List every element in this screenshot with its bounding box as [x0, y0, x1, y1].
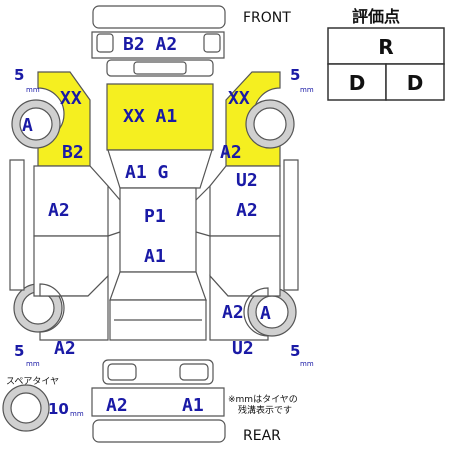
front-right-fender-mark-bottom: A2	[220, 142, 242, 163]
rear-label: REAR	[243, 428, 281, 444]
front-plate-inner	[133, 61, 187, 75]
spare-tire-unit: mm	[70, 410, 84, 418]
front-left-fender-mark-bottom: B2	[62, 142, 84, 163]
rear-left-tire-hub	[21, 291, 55, 325]
rear-light-left	[107, 363, 137, 381]
front-bumper-mark: B2 A2	[123, 34, 177, 55]
front-right-tire-value: 5	[290, 66, 300, 84]
rear-left-tire-value: 5	[14, 342, 24, 360]
rear-window	[109, 271, 207, 301]
rear-left-quarter	[39, 274, 109, 341]
pillar-left-upper	[107, 185, 121, 201]
spare-tire-label: スペアタイヤ	[6, 376, 59, 387]
front-right-tire-unit: mm	[300, 86, 314, 94]
note-line-1: ※mmはタイヤの	[228, 394, 298, 405]
front-grille-right	[203, 33, 221, 53]
grade-title: 評価点	[352, 7, 400, 26]
pillar-left-lower	[107, 231, 121, 237]
front-left-tire-value: 5	[14, 66, 24, 84]
front-right-fender-mark-top: XX	[228, 88, 250, 109]
front-right-tire-hub	[253, 107, 287, 141]
rear-right-tire-value: 5	[290, 342, 300, 360]
grade-box-bottom-left	[327, 63, 387, 101]
rear-bumper-mark-right: A1	[182, 395, 204, 416]
roof-mark-bottom: A1	[144, 246, 166, 267]
grade-exterior: D	[407, 71, 424, 95]
spare-tire-hub	[10, 392, 42, 424]
windshield	[107, 149, 213, 189]
front-left-fender-mark-top: XX	[60, 88, 82, 109]
windshield-mark: A1 G	[125, 162, 168, 183]
pillar-right-upper	[195, 185, 211, 201]
rear-left-quarter-mark: A2	[54, 338, 76, 359]
grade-box-top	[327, 27, 445, 65]
hood-mark: XX A1	[123, 106, 177, 127]
rear-right-quarter-mark-top: A2	[222, 302, 244, 323]
rear-light-right	[179, 363, 209, 381]
front-bumper-edge	[92, 5, 226, 29]
rear-left-tire-unit: mm	[26, 360, 40, 368]
rear-bumper-panel	[91, 387, 225, 417]
rear-right-tire-unit: mm	[300, 360, 314, 368]
rear-bumper-mark-left: A2	[106, 395, 128, 416]
pillar-right-lower	[195, 231, 211, 237]
front-left-wheel-mark: A	[22, 115, 33, 136]
right-front-door-mark-top: U2	[236, 170, 258, 191]
front-left-tire-unit: mm	[26, 86, 40, 94]
hood-panel	[106, 83, 214, 151]
rear-right-quarter	[209, 274, 269, 341]
spare-tire-value: 10	[48, 400, 69, 418]
front-label: FRONT	[243, 10, 291, 26]
grade-interior: D	[349, 71, 366, 95]
front-bumper-panel	[91, 31, 225, 59]
right-front-door-mark: A2	[236, 200, 258, 221]
grade-box-bottom-right	[385, 63, 445, 101]
front-grille-left	[96, 33, 114, 53]
rear-right-wheel-mark: A	[260, 303, 271, 324]
left-front-door	[33, 165, 109, 237]
roof-mark-top: P1	[144, 206, 166, 227]
rear-right-quarter-mark: U2	[232, 338, 254, 359]
left-front-door-mark: A2	[48, 200, 70, 221]
rear-bumper-edge	[92, 419, 226, 443]
note-line-2: 残溝表示です	[238, 404, 292, 416]
grade-overall: R	[378, 35, 393, 59]
right-skirt	[283, 159, 299, 291]
front-left-tire-hub	[19, 107, 53, 141]
left-skirt	[9, 159, 25, 291]
